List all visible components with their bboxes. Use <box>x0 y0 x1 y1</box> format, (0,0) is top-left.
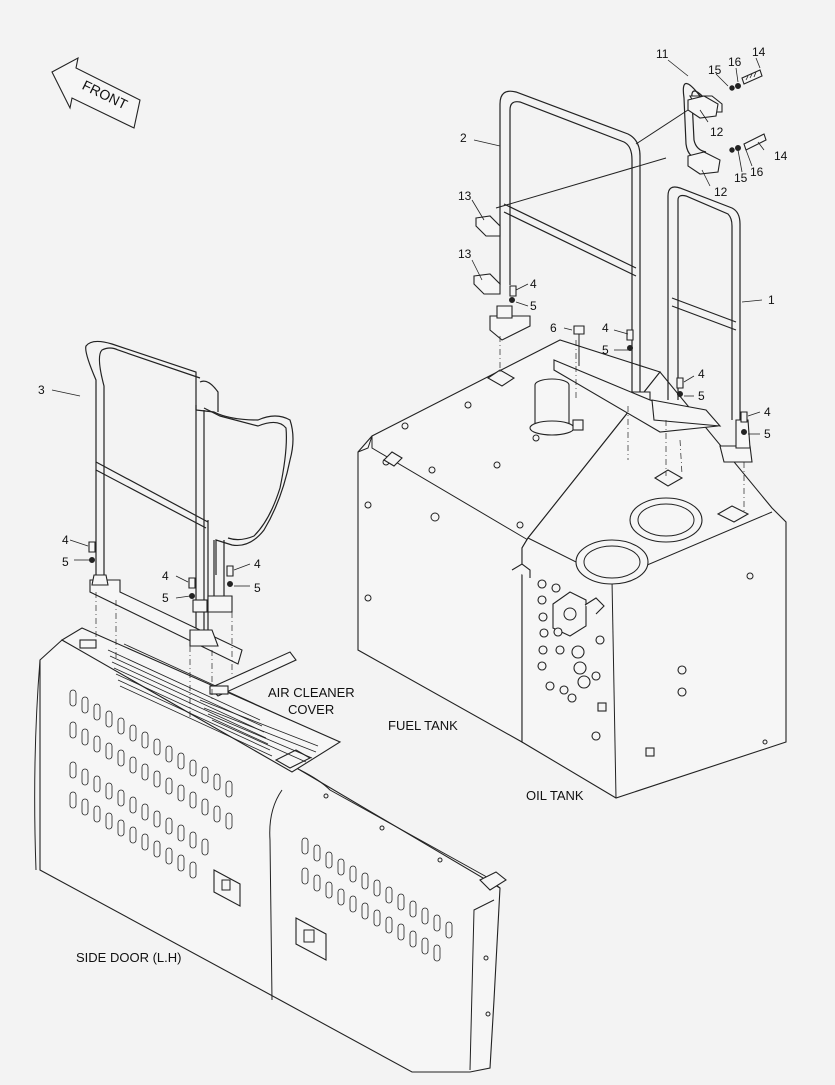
handrail-3 <box>85 340 294 718</box>
front-arrow-icon: FRONT <box>51 56 141 129</box>
callout-6: 6 <box>550 321 557 335</box>
callout-5c: 5 <box>698 389 705 403</box>
handrail-1 <box>499 186 753 512</box>
caption-air-cleaner-line1: AIR CLEANER <box>268 685 355 700</box>
callout-1: 1 <box>768 293 775 307</box>
callout-4a: 4 <box>530 277 537 291</box>
callout-4f: 4 <box>162 569 169 583</box>
bracket-12a <box>687 95 719 119</box>
callout-5g: 5 <box>254 581 261 595</box>
bolt-14b <box>743 133 767 151</box>
callout-16a: 16 <box>728 55 742 69</box>
bolts-4 <box>88 285 748 589</box>
leader-lines <box>51 57 765 599</box>
callout-3: 3 <box>38 383 45 397</box>
callout-11: 11 <box>656 47 669 61</box>
washers <box>89 83 747 599</box>
callout-4g: 4 <box>254 557 261 571</box>
captions: AIR CLEANER COVER FUEL TANK OIL TANK SID… <box>76 685 584 965</box>
callout-2: 2 <box>460 131 467 145</box>
callout-5e: 5 <box>62 555 69 569</box>
fuel-tank <box>357 339 661 743</box>
caption-oil-tank: OIL TANK <box>526 788 584 803</box>
oil-tank <box>511 371 787 799</box>
callout-4b: 4 <box>602 321 609 335</box>
bolt-14a <box>741 69 763 85</box>
callout-15b: 15 <box>734 171 748 185</box>
bracket-12b <box>687 151 721 175</box>
callout-4e: 4 <box>62 533 69 547</box>
caption-fuel-tank: FUEL TANK <box>388 718 458 733</box>
callouts: 11 16 14 15 12 2 14 15 16 12 13 13 4 5 6… <box>38 45 788 605</box>
clamp-13a <box>475 215 501 237</box>
callout-5f: 5 <box>162 591 169 605</box>
callout-5d: 5 <box>764 427 771 441</box>
caption-air-cleaner-line2: COVER <box>288 702 334 717</box>
callout-13a: 13 <box>458 189 472 203</box>
caption-side-door: SIDE DOOR (L.H) <box>76 950 181 965</box>
callout-5b: 5 <box>602 343 609 357</box>
callout-4c: 4 <box>698 367 705 381</box>
callout-12b: 12 <box>714 185 728 199</box>
callout-15a: 15 <box>708 63 722 77</box>
callout-12a: 12 <box>710 125 724 139</box>
callout-13b: 13 <box>458 247 472 261</box>
callout-14b: 14 <box>774 149 788 163</box>
callout-14a: 14 <box>752 45 766 59</box>
bracket-11 <box>682 82 723 161</box>
bolt-6 <box>573 325 585 366</box>
callout-5a: 5 <box>530 299 537 313</box>
clamp-13b <box>473 273 501 295</box>
callout-16b: 16 <box>750 165 764 179</box>
side-door <box>34 639 507 1073</box>
callout-4d: 4 <box>764 405 771 419</box>
